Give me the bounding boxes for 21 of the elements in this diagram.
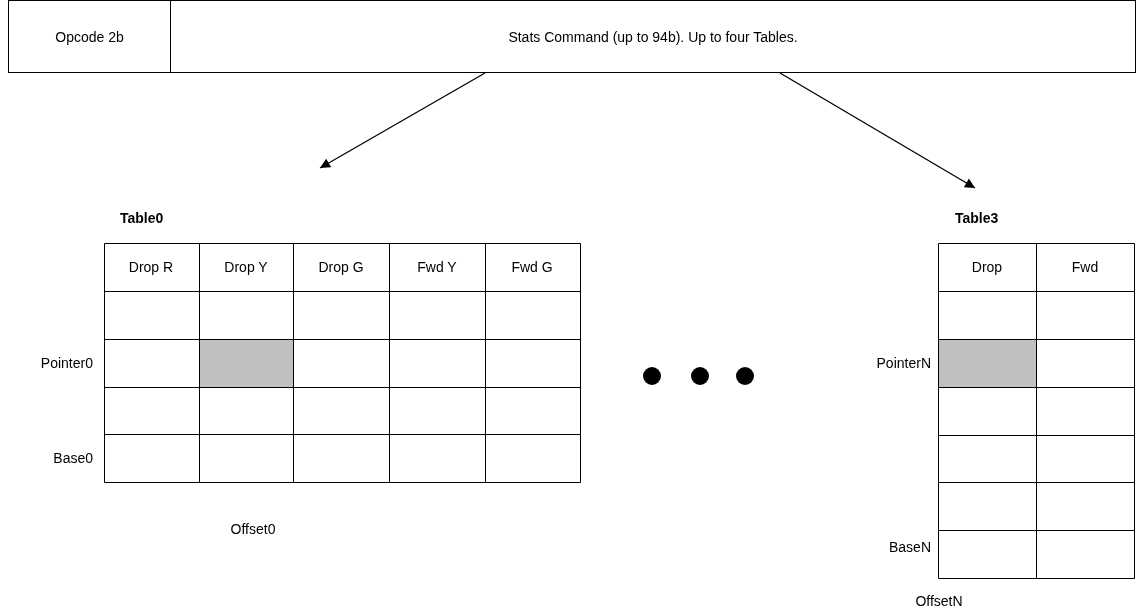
field-box xyxy=(170,0,1136,73)
arrow xyxy=(779,72,976,189)
field-label: Stats Command (up to 94b). Up to four Tables. xyxy=(508,28,798,45)
row-label: Base0 xyxy=(53,450,93,466)
column-header: Drop Y xyxy=(224,259,268,275)
row-label: Pointer0 xyxy=(40,355,93,371)
column-header: Drop xyxy=(971,259,1003,275)
arrow xyxy=(319,72,486,169)
column-header: Drop G xyxy=(318,259,364,275)
table-title: Table3 xyxy=(955,210,999,226)
column-header: Drop R xyxy=(128,259,174,275)
row-label: Offset0 xyxy=(230,521,276,537)
field-box xyxy=(8,0,171,73)
row-label: OffsetN xyxy=(915,593,963,609)
row-label: BaseN xyxy=(888,539,931,555)
column-header: Fwd Y xyxy=(417,259,457,275)
column-header: Fwd xyxy=(1071,259,1099,275)
field-label: Opcode 2b xyxy=(55,28,124,45)
column-header: Fwd G xyxy=(511,259,553,275)
row-label: PointerN xyxy=(876,355,931,371)
table-title: Table0 xyxy=(120,210,164,226)
